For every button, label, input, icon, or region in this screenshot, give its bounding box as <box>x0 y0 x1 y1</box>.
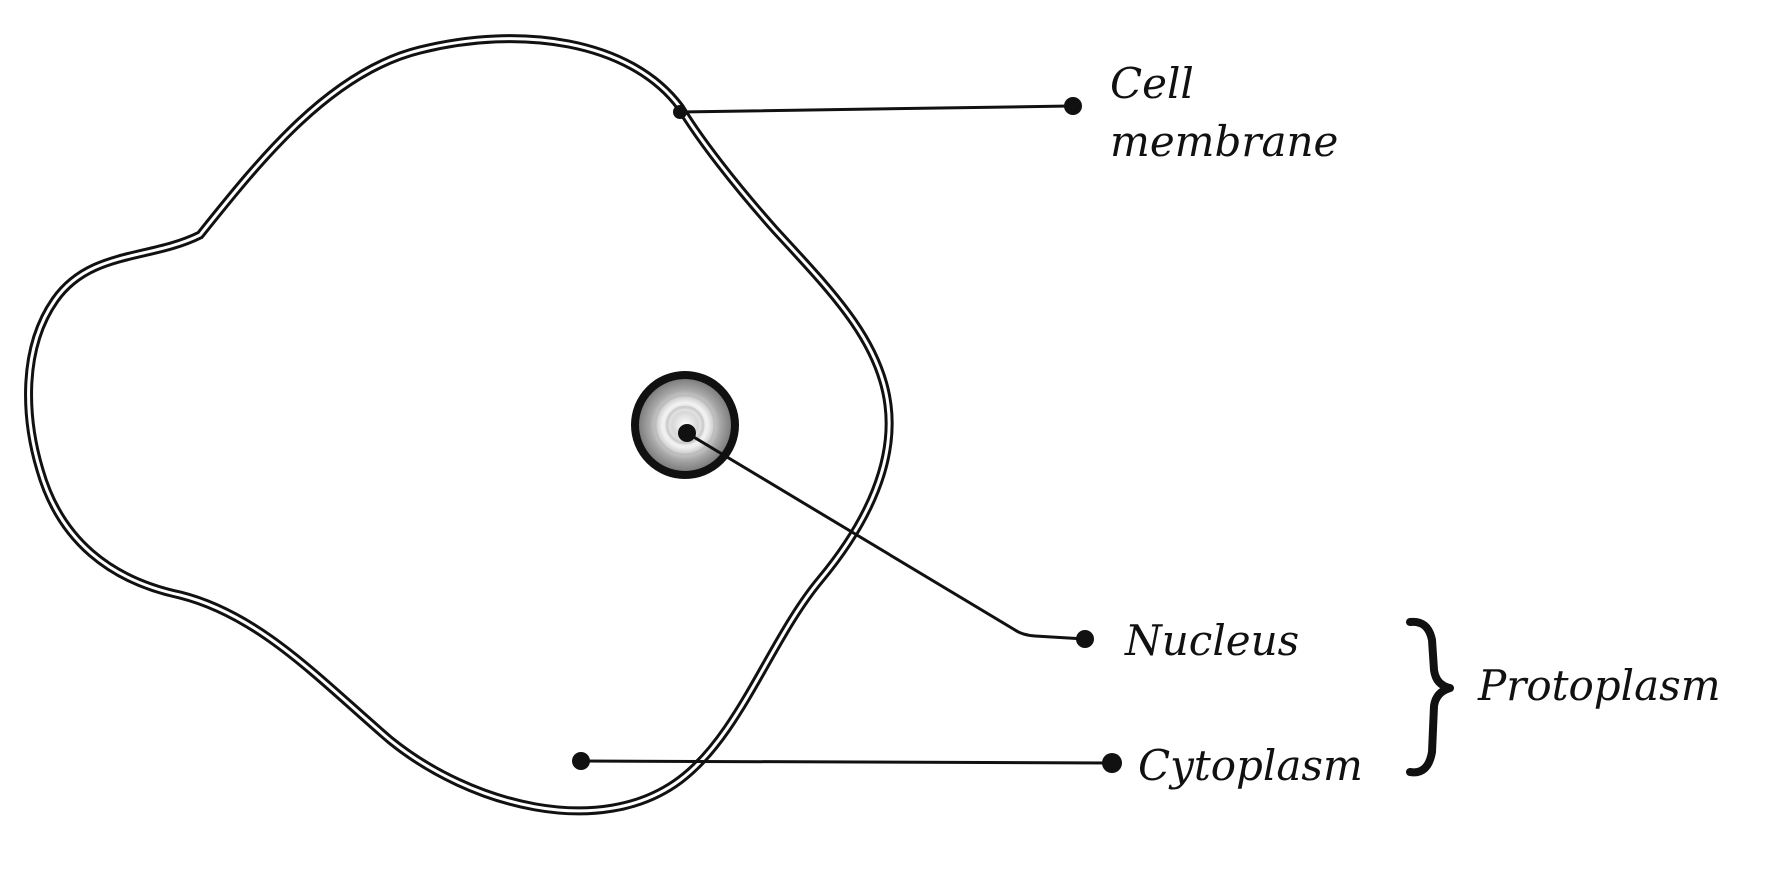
nucleus-leader-line <box>685 431 1087 641</box>
cytoplasm-label: Cytoplasm <box>1138 741 1363 790</box>
nucleus-label: Nucleus <box>1124 616 1299 665</box>
cell-membrane-label-line2: membrane <box>1110 117 1338 166</box>
cell-membrane-leader-line <box>678 104 1072 114</box>
protoplasm-brace <box>1406 617 1454 777</box>
cytoplasm-leader-line <box>579 759 1112 765</box>
cell-membrane-label-line1: Cell <box>1110 59 1194 108</box>
cell-membrane-pointer <box>673 97 1082 119</box>
cytoplasm-pointer <box>572 752 1122 773</box>
cell-membrane <box>24 34 894 816</box>
cytoplasm-end-dot <box>1102 753 1122 773</box>
nucleus-end-dot <box>1076 630 1094 648</box>
nucleus-pointer <box>678 424 1094 648</box>
cell-membrane-end-dot <box>1064 97 1082 115</box>
protoplasm-label: Protoplasm <box>1477 661 1721 710</box>
